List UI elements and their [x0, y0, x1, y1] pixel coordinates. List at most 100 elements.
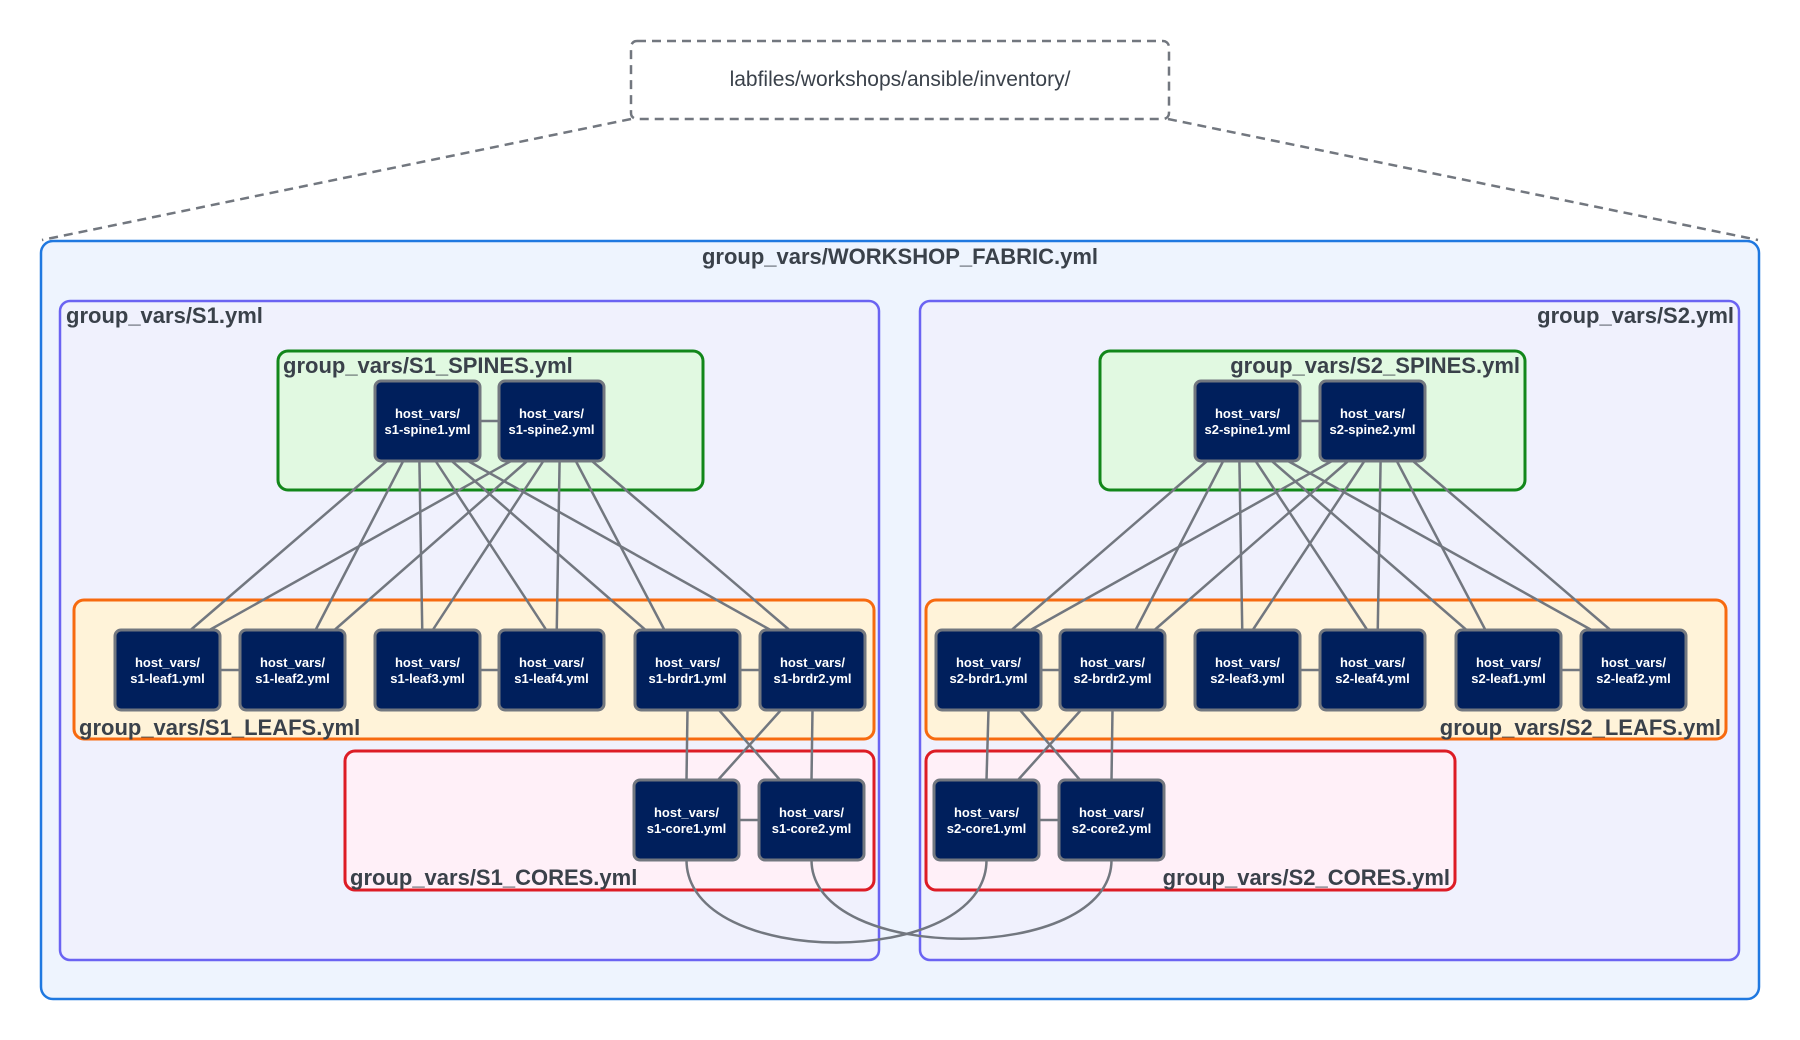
s1-spines-label: group_vars/S1_SPINES.yml [283, 353, 573, 378]
s2-leaf-node-3[interactable]: host_vars/s2-leaf3.yml [1193, 628, 1302, 712]
s1-link-spine2-leaf1 [208, 459, 512, 632]
s1-leaf-node-3-box[interactable] [373, 628, 482, 712]
s1-leaf-node-1-box[interactable] [113, 628, 222, 712]
s1-leaf-node-6-box[interactable] [758, 628, 867, 712]
s1-leaf-node-5[interactable]: host_vars/s1-brdr1.yml [633, 628, 742, 712]
s1-leaf-node-4[interactable]: host_vars/s1-leaf4.yml [497, 628, 606, 712]
s2-link-spine2-leaf6 [1412, 460, 1612, 631]
s1-core1-node-line1: host_vars/ [654, 805, 719, 820]
root-inventory-label: labfiles/workshops/ansible/inventory/ [730, 68, 1071, 91]
s1-core2-node-box[interactable] [757, 778, 866, 862]
s1-leaf-node-2-line1: host_vars/ [260, 655, 325, 670]
s2-leaf-node-6-line1: host_vars/ [1601, 655, 1666, 670]
s1-spine2-node[interactable]: host_vars/s1-spine2.yml [497, 379, 606, 463]
s2-spine1-node-line2: s2-spine1.yml [1205, 422, 1291, 437]
s1-leaf-node-3-line1: host_vars/ [395, 655, 460, 670]
s1-core2-node[interactable]: host_vars/s1-core2.yml [757, 778, 866, 862]
s1-leaf-node-3[interactable]: host_vars/s1-leaf3.yml [373, 628, 482, 712]
s1-leaf-node-1[interactable]: host_vars/s1-leaf1.yml [113, 628, 222, 712]
s1-cores-box[interactable] [343, 749, 876, 892]
s2-core1-node-box[interactable] [932, 778, 1041, 862]
s2-leaf-node-5[interactable]: host_vars/s2-leaf1.yml [1454, 628, 1563, 712]
s2-link-spine2-leaf2 [1153, 460, 1350, 631]
s1-leaf-node-5-line2: s1-brdr1.yml [648, 671, 726, 686]
s2-spine1-node[interactable]: host_vars/s2-spine1.yml [1193, 379, 1302, 463]
s1-leaf-node-1-line1: host_vars/ [135, 655, 200, 670]
s2-leaf-node-5-line1: host_vars/ [1476, 655, 1541, 670]
s1-cores-group: group_vars/S1_CORES.yml [343, 749, 876, 892]
s2-spine2-node-box[interactable] [1318, 379, 1427, 463]
s2-leaf-node-3-line1: host_vars/ [1215, 655, 1280, 670]
s2-leaf-node-1[interactable]: host_vars/s2-brdr1.yml [934, 628, 1043, 712]
s2-leaf-node-1-box[interactable] [934, 628, 1043, 712]
s2-core2-node[interactable]: host_vars/s2-core2.yml [1057, 778, 1166, 862]
s1-spine1-node-box[interactable] [373, 379, 482, 463]
s2-leafs-label: group_vars/S2_LEAFS.yml [1440, 715, 1721, 740]
s1-leaf-node-5-box[interactable] [633, 628, 742, 712]
s1-leaf-node-4-line1: host_vars/ [519, 655, 584, 670]
s2-link-spine1-leaf5 [1270, 460, 1468, 631]
s1-link-spine2-leaf2 [333, 460, 529, 631]
s1-leaf-node-6[interactable]: host_vars/s1-brdr2.yml [758, 628, 867, 712]
inter-site-link-core2 [810, 859, 1113, 940]
s1-leafs-label: group_vars/S1_LEAFS.yml [79, 715, 360, 740]
s1-link-border2-core2 [810, 709, 814, 781]
site-s2-label: group_vars/S2.yml [1537, 303, 1734, 328]
s2-link-spine1-leaf4 [1254, 460, 1369, 631]
s2-spine1-node-line1: host_vars/ [1215, 406, 1280, 421]
s2-cores-label: group_vars/S2_CORES.yml [1163, 865, 1450, 890]
s1-core1-node-box[interactable] [632, 778, 741, 862]
s2-leaf-node-2-box[interactable] [1058, 628, 1167, 712]
s1-spine2-node-box[interactable] [497, 379, 606, 463]
s2-spine2-node-line1: host_vars/ [1340, 406, 1405, 421]
s2-link-border1-core1 [985, 709, 990, 781]
s2-link-spine1-leaf1 [1010, 460, 1208, 631]
s2-link-spine1-leaf3 [1238, 460, 1244, 631]
s2-spine2-node[interactable]: host_vars/s2-spine2.yml [1318, 379, 1427, 463]
s2-core2-node-line1: host_vars/ [1079, 805, 1144, 820]
s1-link-spine2-leaf6 [591, 460, 791, 631]
s1-link-spine2-leaf5 [574, 460, 666, 631]
s2-spine1-node-box[interactable] [1193, 379, 1302, 463]
nodes-layer: host_vars/s1-spine1.ymlhost_vars/s1-spin… [113, 379, 1688, 862]
root-fan-right [1167, 117, 1759, 242]
s2-core1-node[interactable]: host_vars/s2-core1.yml [932, 778, 1041, 862]
s2-leaf-node-4[interactable]: host_vars/s2-leaf4.yml [1318, 628, 1427, 712]
inter-site-link-core1 [685, 859, 988, 944]
s1-spine1-node[interactable]: host_vars/s1-spine1.yml [373, 379, 482, 463]
s2-leaf-node-5-box[interactable] [1454, 628, 1563, 712]
s1-leaf-node-2[interactable]: host_vars/s1-leaf2.yml [238, 628, 347, 712]
s1-core2-node-line1: host_vars/ [779, 805, 844, 820]
s2-leaf-node-1-line2: s2-brdr1.yml [949, 671, 1027, 686]
root-inventory-box[interactable] [629, 39, 1171, 121]
s2-core1-node-line2: s2-core1.yml [947, 821, 1027, 836]
s2-leaf-node-3-box[interactable] [1193, 628, 1302, 712]
s2-link-border2-core2 [1110, 709, 1114, 781]
s2-link-spine2-leaf5 [1395, 460, 1487, 631]
s2-leaf-node-6[interactable]: host_vars/s2-leaf2.yml [1579, 628, 1688, 712]
s2-leaf-node-4-box[interactable] [1318, 628, 1427, 712]
s2-link-spine2-leaf1 [1029, 459, 1333, 632]
s2-core2-node-line2: s2-core2.yml [1072, 821, 1152, 836]
s2-leaf-node-2-line1: host_vars/ [1080, 655, 1145, 670]
s1-core1-node[interactable]: host_vars/s1-core1.yml [632, 778, 741, 862]
s2-leaf-node-6-box[interactable] [1579, 628, 1688, 712]
s1-leaf-node-4-line2: s1-leaf4.yml [514, 671, 588, 686]
s2-leaf-node-2[interactable]: host_vars/s2-brdr2.yml [1058, 628, 1167, 712]
s2-spine2-node-line2: s2-spine2.yml [1330, 422, 1416, 437]
s1-link-spine1-leaf5 [450, 460, 647, 631]
s2-leaf-node-2-line2: s2-brdr2.yml [1073, 671, 1151, 686]
s2-leaf-node-5-line2: s2-leaf1.yml [1471, 671, 1545, 686]
s2-link-border2-core1 [1017, 709, 1082, 781]
s1-leaf-node-2-box[interactable] [238, 628, 347, 712]
s1-spine2-node-line1: host_vars/ [519, 406, 584, 421]
s1-leaf-node-6-line2: s1-brdr2.yml [773, 671, 851, 686]
s2-core2-node-box[interactable] [1057, 778, 1166, 862]
s1-leaf-node-4-box[interactable] [497, 628, 606, 712]
s1-leaf-node-2-line2: s1-leaf2.yml [255, 671, 329, 686]
fabric-label: group_vars/WORKSHOP_FABRIC.yml [702, 244, 1098, 269]
s1-link-border1-core1 [685, 709, 689, 781]
s1-spine1-node-line2: s1-spine1.yml [385, 422, 471, 437]
s2-link-spine2-leaf3 [1251, 460, 1366, 631]
